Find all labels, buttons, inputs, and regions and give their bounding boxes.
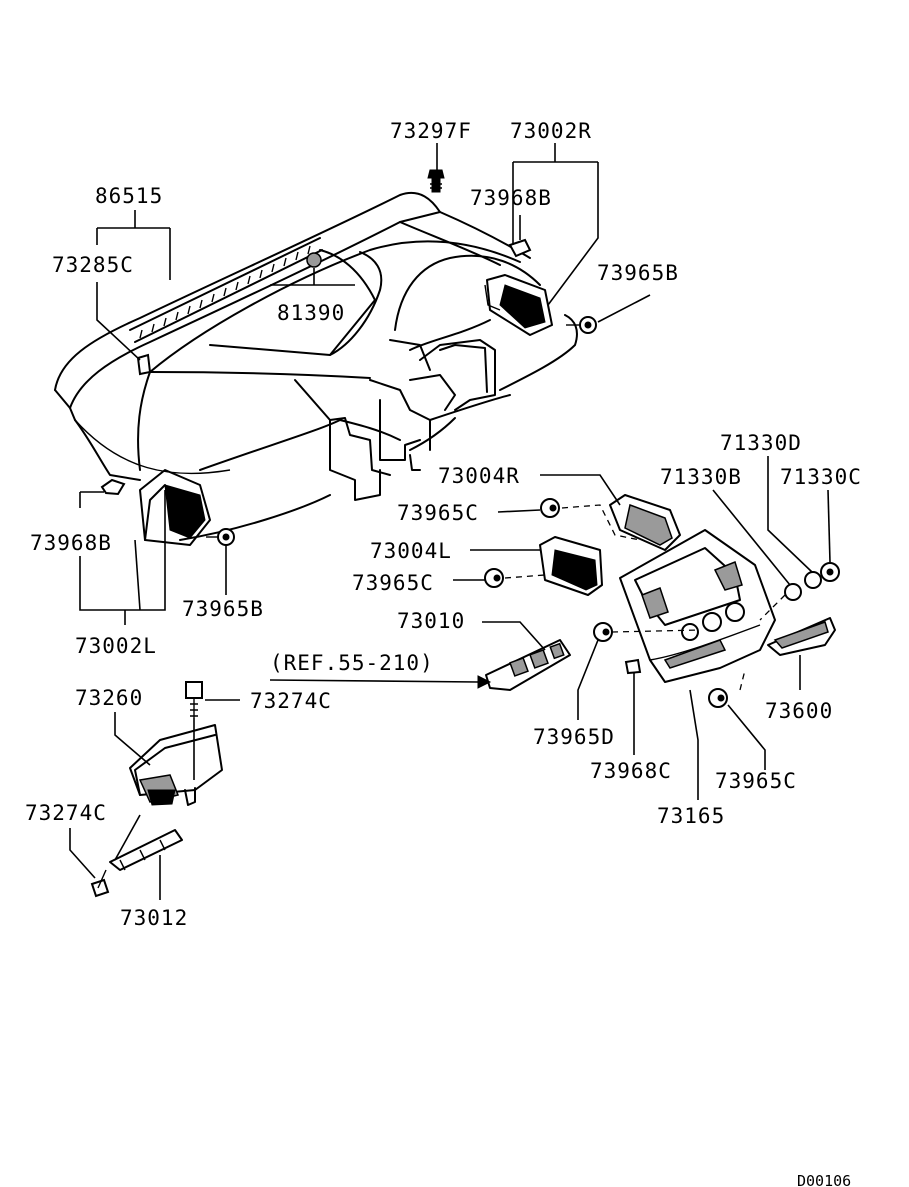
label-73965B-left: 73965B [182,597,264,621]
nut-71330C [820,562,840,582]
center-panel-73165 [619,529,776,683]
bolt-73274C-top [185,681,203,718]
label-73968B-top: 73968B [470,186,552,210]
clip-73965C-c [708,688,728,708]
label-73004R: 73004R [438,464,520,488]
label-73274C-top: 73274C [250,689,332,713]
label-86515: 86515 [95,184,163,208]
label-81390: 81390 [277,301,345,325]
label-73002L: 73002L [75,634,157,658]
clip-73968B-left [100,478,126,496]
label-73260: 73260 [75,686,143,710]
label-71330D: 71330D [720,431,802,455]
clip-73285C [136,353,152,376]
label-71330C: 71330C [780,465,862,489]
label-71330B: 71330B [660,465,742,489]
bolt-73274C-bottom [90,869,110,898]
lid-73600 [767,617,836,656]
clip-73968B-top [508,238,532,258]
nut-71330D [804,571,822,589]
screw-73297F [427,169,445,193]
label-73968B-left: 73968B [30,531,112,555]
label-73965D: 73965D [533,725,615,749]
label-73012: 73012 [120,906,188,930]
air-outlet-73004L [539,536,603,596]
clip-73965C-b [484,568,504,588]
label-73274C-bottom: 73274C [25,801,107,825]
label-73600: 73600 [765,699,833,723]
label-73165: 73165 [657,804,725,828]
nut-81390 [306,252,322,268]
air-outlet-73004R [609,494,681,551]
label-73010: 73010 [397,609,465,633]
label-73965C-a: 73965C [397,501,479,525]
nut-73965B-right [566,316,597,334]
label-ref-55-210: (REF.55-210) [270,651,434,675]
label-73002R: 73002R [510,119,592,143]
leader-lines [69,143,831,900]
instrument-panel-drawing [54,192,578,541]
left-air-outlet-73002L [139,469,211,546]
label-73968C: 73968C [590,759,672,783]
diagram-code: D00106 [797,1172,851,1187]
part-labels: 73297F 73002R 86515 73968B 73285C 73965B… [25,119,862,1187]
label-73965C-b: 73965C [352,571,434,595]
clip-73965D [593,622,613,642]
clip-73968C [624,658,642,675]
label-73965B-top: 73965B [597,261,679,285]
label-73297F: 73297F [390,119,472,143]
label-73285C: 73285C [52,253,134,277]
bracket-73012 [109,829,183,871]
nut-71330B [784,583,802,601]
label-73965C-c: 73965C [715,769,797,793]
nut-73965B-left [206,528,235,546]
right-air-outlet-73002R [484,274,553,336]
label-73004L: 73004L [370,539,452,563]
airbag-module-73260 [129,724,223,806]
clip-73965C-a [540,498,560,518]
switch-panel-73010 [485,639,571,691]
